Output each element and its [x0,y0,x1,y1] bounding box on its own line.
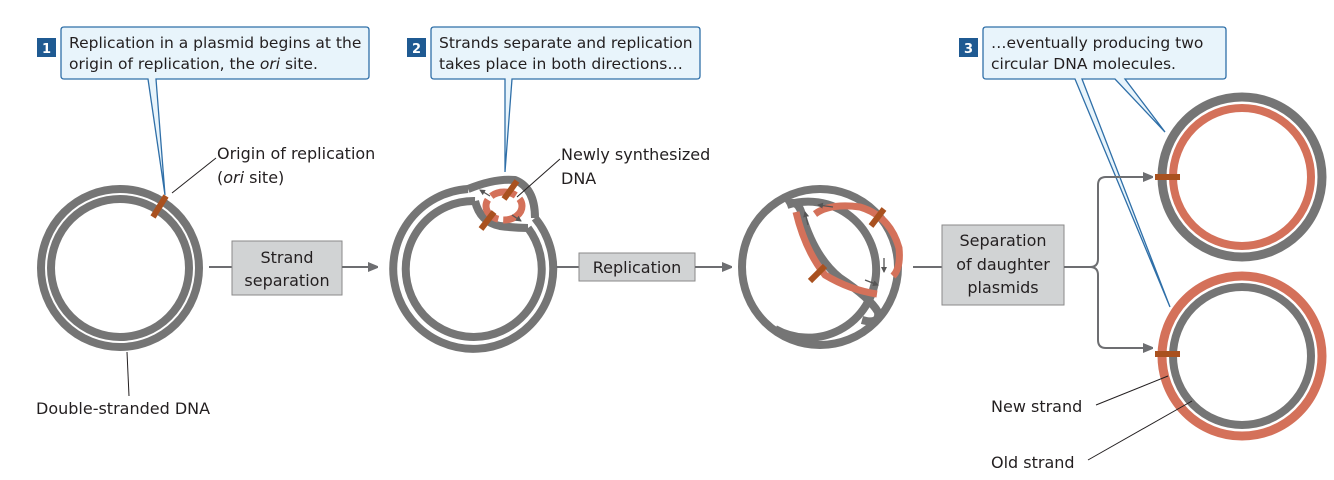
step-badge [37,38,56,57]
outer-strand [389,185,558,353]
ori-marker [150,194,169,219]
new-strand-segment [812,202,903,279]
process-label: Replication [593,258,682,277]
process-box-separation-of-daughter-plasmids [941,224,1065,306]
old-strand-ring [1169,283,1315,429]
replication-direction-arrow [479,189,491,197]
callout-bubble [60,26,370,196]
bubble-bottom-strand [471,199,529,232]
callout-bubble [430,26,701,173]
double-stranded-leader-line [126,351,130,397]
replication-direction-arrow [864,279,879,287]
step-badge [959,38,978,57]
newly-synthesized-label-line1: Newly synthesized [561,145,710,164]
newly-synthesized-dna [482,188,526,224]
origin-label-line2: (ori site) [217,168,284,187]
process-label-line2: separation [244,271,329,290]
callout-step-1: 1 Replication in a plasmid begins at the… [37,26,370,196]
replication-direction-arrow [817,202,834,209]
callout-text-line1: Replication in a plasmid begins at the [69,34,361,52]
plasmid-initial [37,185,203,351]
ori-marker [807,263,828,284]
new-strand-segment [792,211,878,298]
process-label-line1: Separation [960,231,1047,250]
new-strand-ring [1169,104,1315,250]
displaced-strand [784,199,883,326]
callout-text-line2: takes place in both directions… [439,55,683,73]
callout-bubble [982,26,1227,308]
daughter-plasmid-lower [1155,271,1327,441]
callout-text-line1: …eventually producing two [991,34,1203,52]
old-strand-leader-line [1087,400,1193,461]
step-number: 2 [412,42,421,57]
callout-step-3: 3 …eventually producing two circular DNA… [959,26,1227,308]
callout-text-line1: Strands separate and replication [439,34,693,52]
outer-strand [37,185,203,351]
callout-step-2: 2 Strands separate and replication takes… [407,26,701,173]
branch-arrow-lower [1089,266,1152,348]
ori-marker [478,210,497,231]
old-strand-label: Old strand [991,453,1075,472]
step-number: 1 [42,42,51,57]
step-badge [407,38,426,57]
daughter-plasmid-upper [1155,92,1327,262]
plasmid-strand-separation [389,175,558,353]
origin-label-line1: Origin of replication [217,144,375,163]
old-strand-ring [1157,92,1327,262]
process-label-line3: plasmids [967,278,1038,297]
process-box-strand-separation [231,240,343,296]
process-label-line2: of daughter [956,255,1050,274]
new-strand-label: New strand [991,397,1082,416]
origin-leader-line [171,157,217,194]
process-box-replication [578,252,696,282]
inner-strand [401,196,546,341]
new-strand-leader-line [1095,375,1169,406]
replication-direction-arrow [511,214,522,222]
ori-marker [868,207,887,228]
step-number: 3 [964,42,973,57]
inner-strand [47,195,193,341]
branch-arrow-upper [1064,177,1152,268]
process-label-line1: Strand [260,248,313,267]
new-strand-ring [1157,271,1327,441]
replication-direction-arrow [803,211,810,226]
newly-synthesized-label-line2: DNA [561,169,596,188]
callout-text-line2: origin of replication, the ori site. [69,55,318,73]
callout-text-line2: circular DNA molecules. [991,55,1176,73]
newly-synthesized-leader-line [516,158,561,198]
double-stranded-label: Double-stranded DNA [36,399,210,418]
plasmid-replicating [738,185,903,349]
ori-marker [501,179,520,201]
inner-strand-partial [773,197,881,342]
